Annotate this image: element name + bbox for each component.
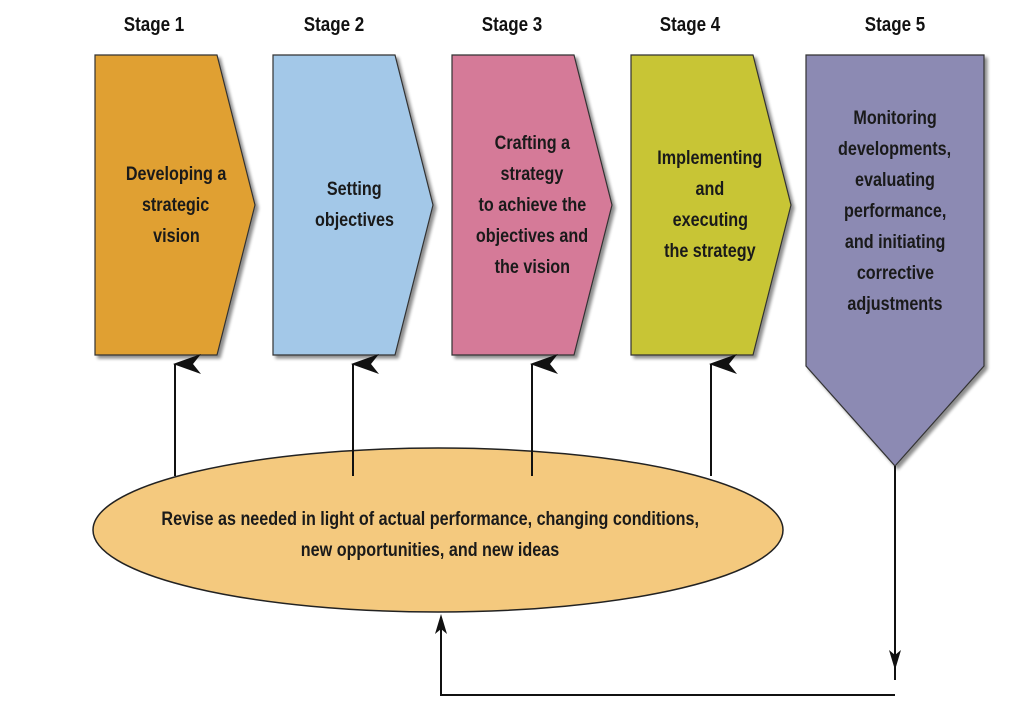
stage-4-line: executing — [672, 210, 748, 231]
stage-5-title: Stage 5 — [864, 14, 926, 36]
stage-1-text: Developing a strategic vision — [96, 55, 256, 355]
stage-1-box — [94, 54, 256, 356]
stage-4-line: Implementing — [657, 148, 763, 169]
stage-3-line: to achieve the — [478, 194, 586, 216]
stage-5-line: and initiating — [844, 231, 946, 253]
stage-5-line: evaluating — [855, 169, 935, 191]
stage-1-line: Developing a — [125, 163, 227, 185]
feedback-text: Revise as needed in light of actual perf… — [130, 500, 730, 570]
stage-4-text: Implementing and executing the strategy — [630, 55, 790, 355]
loop-down-arrowhead — [889, 650, 901, 670]
stage-2-title: Stage 2 — [303, 14, 365, 36]
stage-3-box — [451, 54, 613, 356]
stage-4-line: and — [695, 179, 725, 200]
stage-5-text: Monitoring developments, evaluating perf… — [806, 55, 984, 367]
stage-5-line: Monitoring — [853, 107, 937, 129]
stage-3-title: Stage 3 — [481, 14, 543, 36]
stage-4-line: the strategy — [664, 241, 756, 262]
stage-5-line: performance, — [843, 200, 947, 222]
feedback-ellipse — [92, 447, 784, 613]
loop-return-line — [440, 625, 895, 696]
stage-3-line: strategy — [500, 163, 564, 185]
stage-5-line: adjustments — [847, 293, 943, 315]
stage-2-text: Setting objectives — [274, 55, 434, 355]
stage-3-line: the vision — [494, 256, 570, 278]
loop-up-arrowhead — [435, 614, 447, 634]
stage-5-line: corrective — [856, 262, 934, 284]
stage-4-title: Stage 4 — [659, 14, 721, 36]
stage-3-text: Crafting a strategy to achieve the objec… — [452, 55, 612, 355]
stage-2-line: Setting — [326, 179, 382, 200]
stage-3-line: objectives and — [475, 225, 589, 247]
feedback-line: new opportunities, and new ideas — [300, 540, 560, 561]
stage-1-title: Stage 1 — [123, 14, 185, 36]
stage-2-line: objectives — [314, 210, 394, 231]
stage-2-box — [272, 54, 434, 356]
stage-5-line: developments, — [838, 138, 952, 160]
stage-1-line: vision — [152, 225, 200, 247]
feedback-line: Revise as needed in light of actual perf… — [161, 509, 699, 530]
stage-5-box — [805, 54, 985, 467]
stage-3-line: Crafting a — [494, 132, 570, 154]
stage-1-line: strategic — [142, 194, 210, 216]
stage-4-box — [630, 54, 792, 356]
